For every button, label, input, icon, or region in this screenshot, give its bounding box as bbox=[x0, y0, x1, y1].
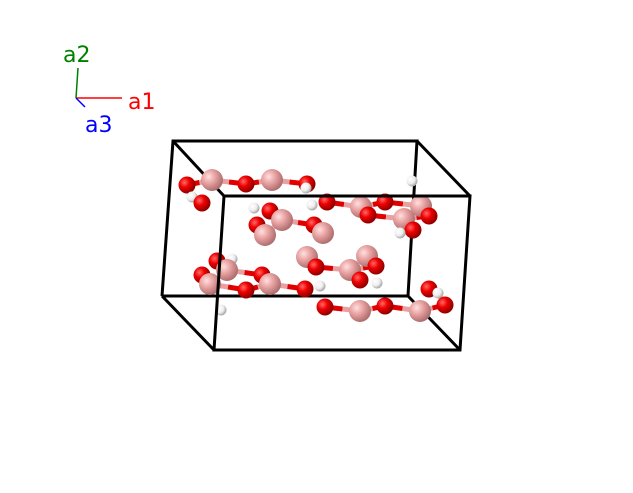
boron-atom bbox=[349, 300, 371, 322]
atoms bbox=[178, 169, 454, 322]
boron-atom bbox=[409, 300, 431, 322]
hydrogen-atom bbox=[306, 199, 318, 211]
oxygen-atom bbox=[296, 280, 314, 298]
boron-atom bbox=[261, 169, 283, 191]
oxygen-atom bbox=[367, 257, 385, 275]
boron-atom bbox=[216, 259, 238, 281]
a3-axis-line bbox=[75, 97, 86, 108]
oxygen-atom bbox=[193, 194, 211, 212]
hydrogen-atom bbox=[432, 287, 444, 299]
boron-atom bbox=[254, 224, 276, 246]
boron-atom bbox=[259, 273, 281, 295]
boron-atom bbox=[201, 169, 223, 191]
a3-axis-label: a3 bbox=[85, 113, 112, 138]
a2-axis-label: a2 bbox=[63, 43, 90, 68]
hydrogen-atom bbox=[300, 182, 312, 194]
oxygen-atom bbox=[376, 297, 394, 315]
oxygen-atom bbox=[404, 221, 422, 239]
hydrogen-atom bbox=[371, 277, 383, 289]
a2-axis-line bbox=[75, 67, 79, 99]
oxygen-atom bbox=[359, 206, 377, 224]
boron-atom bbox=[271, 209, 293, 231]
unit-cell-front-edges bbox=[212, 194, 472, 352]
oxygen-atom bbox=[316, 298, 334, 316]
oxygen-atom bbox=[436, 296, 454, 314]
oxygen-atom bbox=[307, 258, 325, 276]
oxygen-atom bbox=[351, 271, 369, 289]
oxygen-atom bbox=[178, 176, 196, 194]
hydrogen-atom bbox=[394, 227, 406, 239]
axis-indicator: a1 a2 a3 bbox=[63, 43, 155, 138]
hydrogen-atom bbox=[314, 280, 326, 292]
a1-axis-label: a1 bbox=[128, 90, 155, 115]
boron-atom bbox=[199, 273, 221, 295]
oxygen-atom bbox=[318, 193, 336, 211]
oxygen-atom bbox=[376, 193, 394, 211]
boron-atom bbox=[312, 222, 334, 244]
bonds bbox=[186, 177, 448, 314]
hydrogen-atom bbox=[406, 175, 418, 187]
oxygen-atom bbox=[420, 207, 438, 225]
oxygen-atom bbox=[237, 175, 255, 193]
oxygen-atom bbox=[237, 281, 255, 299]
hydrogen-atom bbox=[248, 202, 260, 214]
